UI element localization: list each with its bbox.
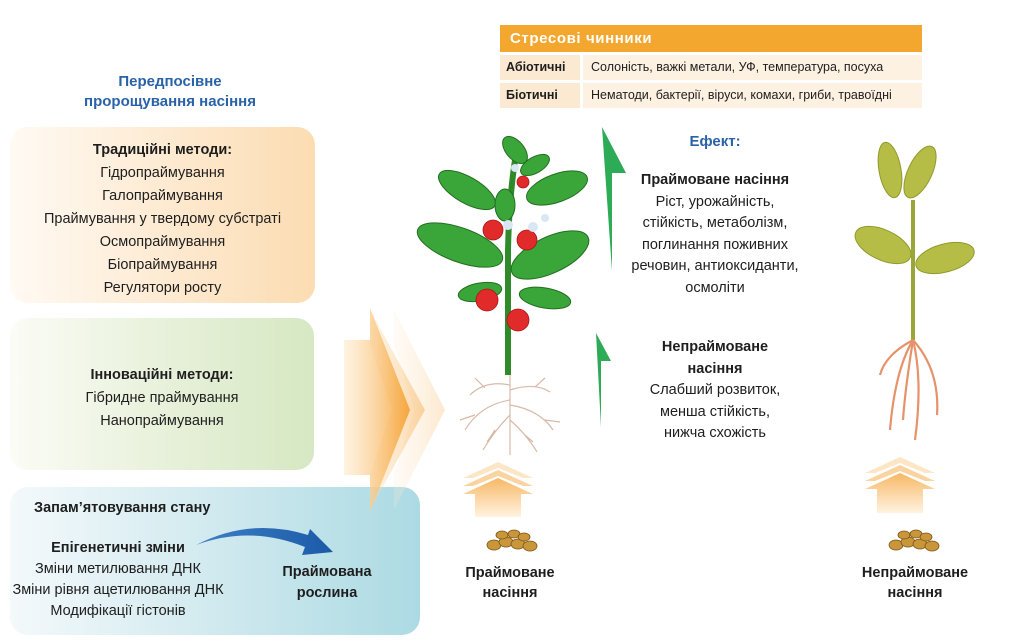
table-row: Абіотичні Солоність, важкі метали, УФ, т… (500, 55, 922, 80)
list-item: Гібридне праймування (85, 390, 239, 406)
primed-seeds-icon (486, 529, 538, 552)
roots (459, 375, 561, 455)
primed-effect-heading: Праймоване насіння (640, 172, 790, 188)
priming-title-line1: Передпосівне (118, 73, 222, 90)
primed-plant-label-line2: рослина (296, 585, 358, 601)
unprimed-seedling-icon (854, 141, 975, 441)
list-item: стійкість, метаболізм, (642, 215, 788, 231)
table-row-value: Солоність, важкі метали, УФ, температура… (583, 55, 922, 80)
list-item: Зміни метилювання ДНК (35, 561, 201, 577)
state-memory-heading: Запам’ятовування стану (34, 500, 211, 516)
primed-seeds-label: Праймоване насіння (450, 563, 570, 603)
stress-factors-header: Стресові чинники (500, 25, 922, 52)
primed-seeds-label-line2: насіння (482, 585, 538, 601)
innovative-methods-box (10, 318, 314, 470)
primed-plant-label: Праймована рослина (272, 562, 382, 604)
table-row-value: Нематоди, бактерії, віруси, комахи, гриб… (583, 83, 922, 108)
list-item: Галопраймування (102, 188, 223, 204)
list-item: Модифікації гістонів (50, 603, 186, 619)
unprimed-seeds-label: Непраймоване насіння (850, 563, 980, 603)
list-item: поглинання поживних (641, 236, 789, 253)
list-item: Регулятори росту (103, 280, 222, 296)
epigenetic-text: Епігенетичні зміни Зміни метилювання ДНК… (10, 538, 226, 622)
curved-arrow-icon (196, 527, 333, 555)
stress-factors-table: Стресові чинники Абіотичні Солоність, ва… (500, 25, 922, 108)
green-up-arrow-large-icon (602, 127, 626, 271)
innovative-methods-heading: Інноваційні методи: (90, 367, 234, 383)
table-row: Біотичні Нематоди, бактерії, віруси, ком… (500, 83, 922, 108)
list-item: Нанопраймування (100, 413, 224, 429)
unprimed-growth-chevron-icon (865, 457, 935, 513)
state-memory-box (10, 487, 420, 635)
list-item: осмоліти (685, 279, 745, 296)
priming-title: Передпосівне пророщування насіння (60, 72, 280, 112)
primed-growth-chevron-icon (463, 462, 533, 517)
unprimed-effect-heading-line1: Непраймоване (661, 339, 769, 355)
primed-plant-label-line1: Праймована (282, 564, 372, 580)
unprimed-seeds-label-line1: Непраймоване (861, 565, 969, 581)
list-item: менша стійкість, (659, 403, 771, 420)
list-item: Слабший розвиток, (649, 382, 781, 398)
chevron-arrows-icon (344, 308, 445, 512)
effect-title: Ефект: (689, 133, 741, 150)
list-item: Осмопраймування (99, 234, 226, 250)
list-item: Гідропраймування (100, 165, 225, 181)
innovative-methods-text: Інноваційні методи: Гібридне праймування… (10, 364, 314, 433)
unprimed-effect-text: Непраймоване насіння Слабший розвиток, м… (617, 337, 813, 445)
list-item: Біопраймування (107, 257, 218, 273)
list-item: Зміни рівня ацетилювання ДНК (12, 582, 224, 598)
list-item: нижча схожість (664, 425, 766, 441)
table-row-label: Абіотичні (500, 55, 580, 80)
unprimed-seeds-label-line2: насіння (887, 585, 943, 601)
traditional-methods-heading: Традиційні методи: (92, 142, 233, 158)
unprimed-effect-heading-line2: насіння (687, 360, 743, 377)
primed-plant-icon (416, 135, 590, 455)
list-item: Праймування у твердому субстраті (43, 211, 282, 227)
traditional-methods-box (10, 127, 315, 303)
epigenetic-heading: Епігенетичні зміни (51, 540, 185, 556)
list-item: речовин, антиоксиданти, (631, 258, 799, 274)
unprimed-seeds-icon (888, 529, 940, 552)
traditional-methods-text: Традиційні методи: Гідропраймування Гало… (10, 139, 315, 300)
list-item: Ріст, урожайність, (655, 193, 775, 210)
primed-effect-text: Праймоване насіння Ріст, урожайність, ст… (617, 170, 813, 299)
primed-seeds-label-line1: Праймоване (465, 565, 555, 581)
table-row-label: Біотичні (500, 83, 580, 108)
green-up-arrow-small-icon (596, 333, 611, 427)
priming-title-line2: пророщування насіння (84, 93, 256, 110)
